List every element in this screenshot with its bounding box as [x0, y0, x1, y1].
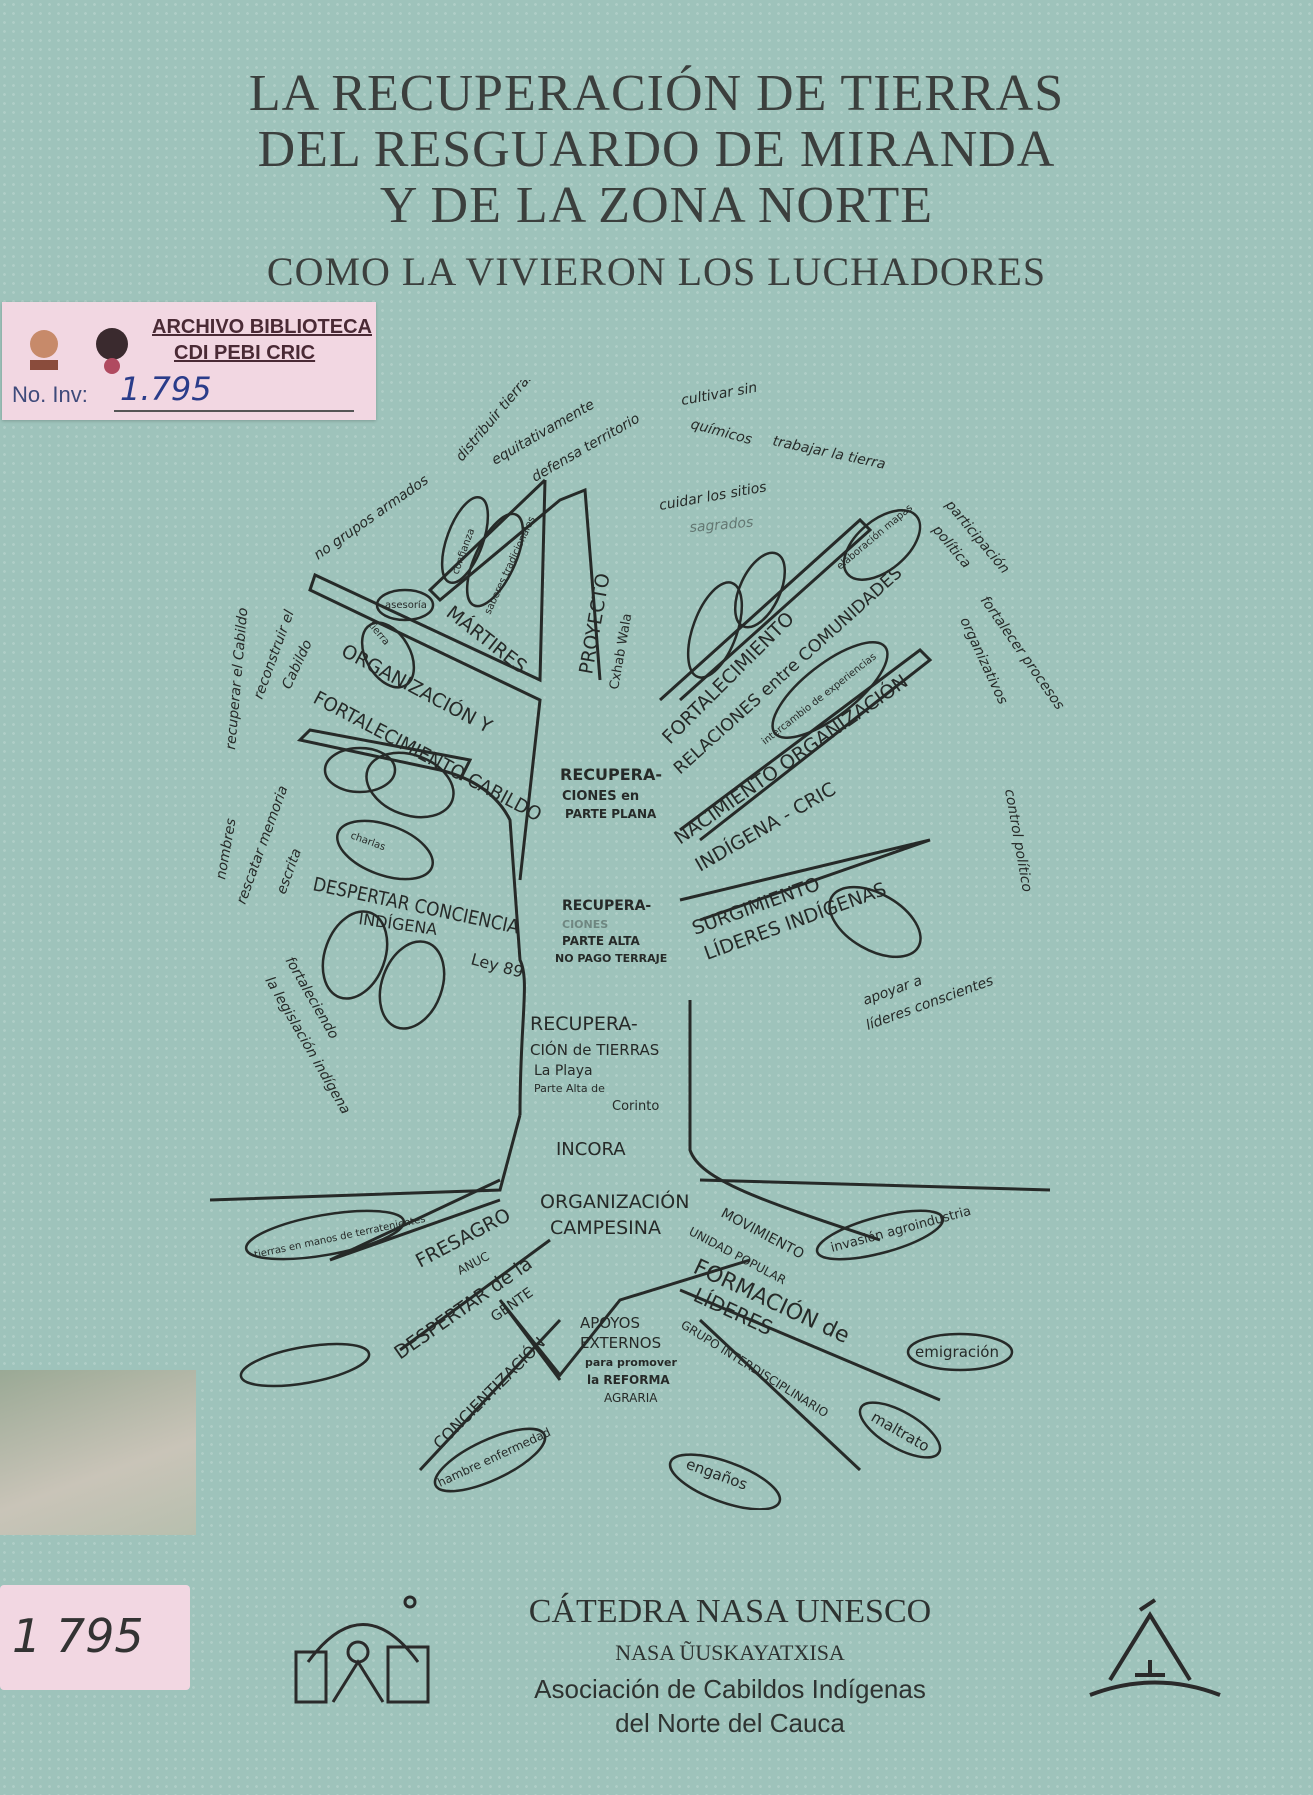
branch-label: Cxhab Wala: [607, 612, 635, 690]
trunk-label: Corinto: [612, 1099, 659, 1114]
outer-label: control político: [1001, 788, 1035, 893]
leaf-label: emigración: [915, 1343, 999, 1361]
outer-label: químicos: [689, 416, 754, 448]
inventory-underline: [114, 410, 354, 412]
branch-label: PROYECTO: [575, 572, 614, 676]
nasa-community-logo-icon: [294, 1595, 430, 1704]
trunk-label: ORGANIZACIÓN: [540, 1189, 689, 1213]
leaves: [239, 496, 1014, 1510]
sticker-line-1: ARCHIVO BIBLIOTECA: [152, 316, 372, 338]
leaf-label: charlas: [349, 830, 387, 853]
publisher-association: Asociación de Cabildos Indígenas del Nor…: [500, 1672, 960, 1740]
spine-sticker-image: [0, 1370, 196, 1535]
sticker-line-2: CDI PEBI CRIC: [174, 342, 316, 364]
branch-label: ANUC: [455, 1249, 492, 1277]
leaf-label: confianza: [450, 527, 477, 576]
library-sticker: ARCHIVO BIBLIOTECA CDI PEBI CRIC No. Inv…: [2, 302, 376, 420]
trunk-label: CIONES: [562, 918, 608, 931]
trunk-label: EXTERNOS: [580, 1334, 661, 1352]
trunk-labels: RECUPERA- CIONES en PARTE PLANA RECUPERA…: [530, 765, 689, 1405]
trunk-label: AGRARIA: [604, 1391, 658, 1405]
association-line-1: Asociación de Cabildos Indígenas: [534, 1674, 926, 1704]
trunk-label: CAMPESINA: [550, 1217, 661, 1239]
trunk-label: RECUPERA-: [560, 765, 662, 784]
book-title: LA RECUPERACIÓN DE TIERRAS DEL RESGUARDO…: [0, 66, 1313, 234]
outer-label: escrita: [274, 846, 305, 896]
trunk-label: CIONES en: [562, 789, 639, 804]
branch-label: Ley 89: [469, 950, 525, 982]
trunk-label: CIÓN de TIERRAS: [530, 1040, 659, 1059]
inventory-number: 1.795: [120, 370, 212, 408]
branch-label: FORTALECIMIENTO CABILDO: [310, 687, 545, 826]
outer-label: sagrados: [689, 514, 754, 536]
cabildos-association-logo-icon: [1089, 1598, 1221, 1697]
outer-label: nombres: [213, 817, 239, 880]
leaf-label: engaños: [684, 1455, 750, 1494]
outer-label: recuperar el Cabildo: [223, 607, 251, 750]
outer-label: cultivar sin: [680, 380, 759, 409]
spine-label-sticker: 1 795: [0, 1585, 190, 1690]
association-line-2: del Norte del Cauca: [615, 1708, 845, 1738]
trunk-label: PARTE ALTA: [562, 934, 640, 948]
trunk-label: RECUPERA-: [562, 898, 651, 914]
trunk-label: INCORA: [556, 1139, 626, 1160]
trunk-label: La Playa: [534, 1063, 593, 1079]
branch-label: RELACIONES entre COMUNIDADES: [670, 563, 906, 779]
trunk-label: la REFORMA: [587, 1373, 670, 1387]
leaf-label: maltrato: [868, 1408, 933, 1456]
inventory-label: No. Inv:: [12, 382, 88, 407]
outer-label: trabajar la tierra: [771, 433, 887, 473]
outer-label: cuidar los sitios: [658, 479, 768, 514]
title-line: LA RECUPERACIÓN DE TIERRAS: [248, 65, 1065, 122]
title-line: DEL RESGUARDO DE MIRANDA: [257, 121, 1056, 178]
library-logo-icon: [30, 328, 128, 374]
trunk-label: Parte Alta de: [534, 1082, 605, 1095]
leaf-label: elaboración mapas: [834, 502, 915, 572]
publisher-subname: NASA ŨUSKAYATXISA: [615, 1640, 845, 1665]
outer-label: fortalecer procesos: [977, 593, 1068, 713]
title-line: Y DE LA ZONA NORTE: [379, 177, 934, 234]
outer-label: líderes conscientes: [864, 973, 996, 1034]
trunk-label: PARTE PLANA: [565, 807, 657, 821]
trunk-label: RECUPERA-: [530, 1013, 638, 1035]
spine-number: 1 795: [12, 1609, 144, 1663]
outer-label: no grupos armados: [311, 472, 432, 563]
tree-diagram: RECUPERA- CIONES en PARTE PLANA RECUPERA…: [209, 380, 1068, 1510]
publisher-name: CÁTEDRA NASA UNESCO: [528, 1593, 932, 1630]
book-subtitle: COMO LA VIVIERON LOS LUCHADORES: [266, 249, 1047, 294]
leaf-label: asesoría: [385, 599, 427, 611]
trunk-label: NO PAGO TERRAJE: [555, 952, 667, 965]
trunk-label: para promover: [585, 1356, 677, 1369]
trunk-label: APOYOS: [580, 1314, 640, 1332]
